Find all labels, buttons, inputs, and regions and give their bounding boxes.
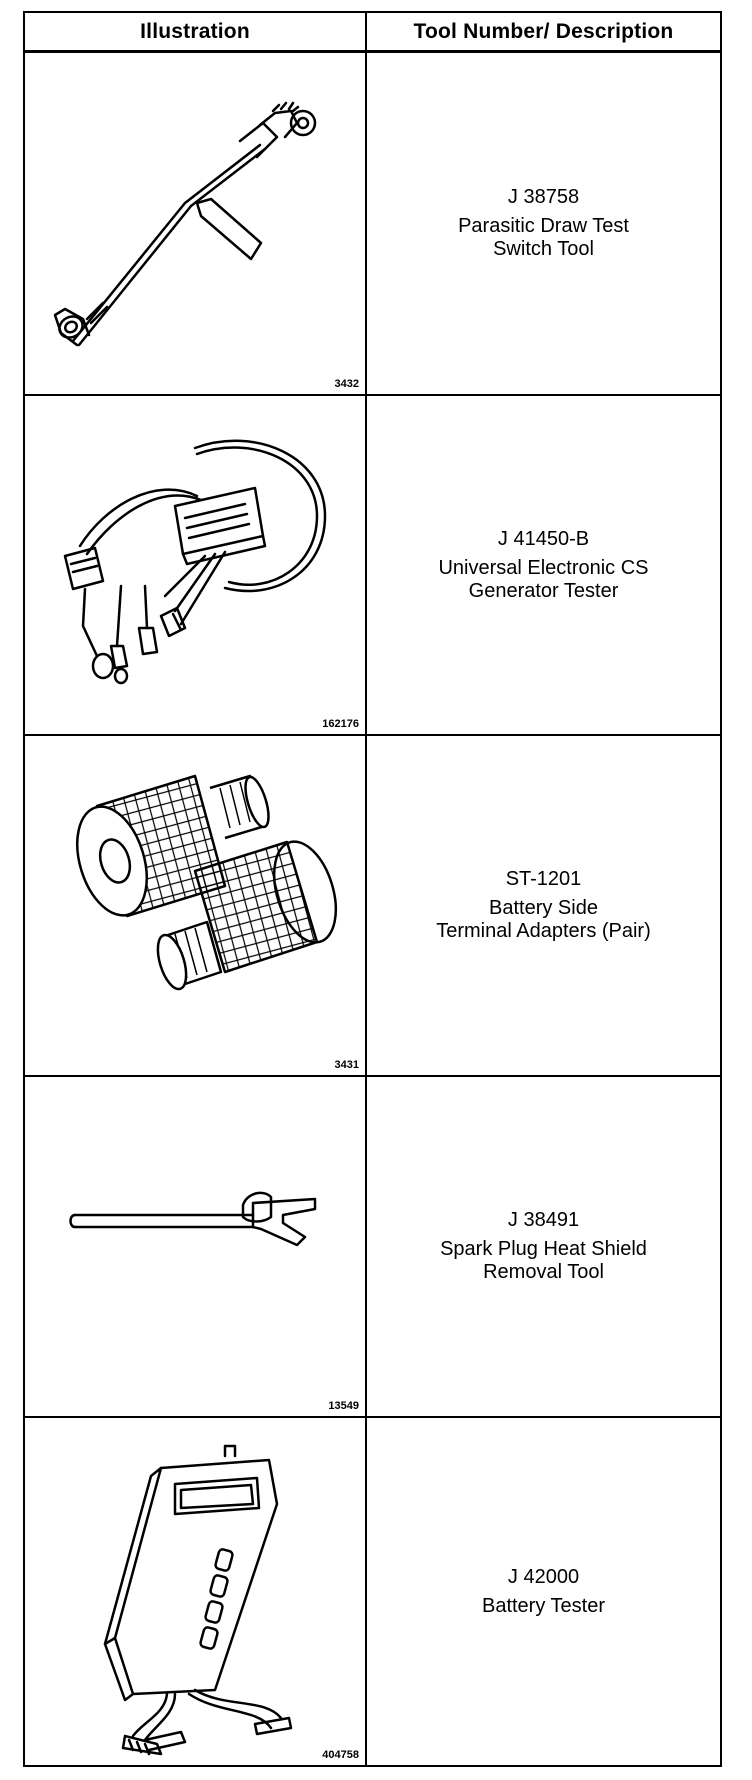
illustration-cell: 3432	[25, 53, 367, 394]
illustration-code: 404758	[322, 1749, 359, 1761]
battery-tester-icon	[103, 1444, 293, 1756]
tool-description-line1: Battery Side	[489, 897, 598, 919]
parasitic-draw-switch-icon	[53, 101, 317, 347]
tool-description-line2: Terminal Adapters (Pair)	[436, 920, 651, 942]
special-tools-table: Illustration Tool Number/ Description	[23, 11, 722, 1767]
description-cell: ST-1201 Battery Side Terminal Adapters (…	[367, 736, 720, 1075]
tool-number: J 38758	[507, 186, 580, 208]
illustration-cell: 13549	[25, 1077, 367, 1416]
tool-number: ST-1201	[505, 868, 582, 890]
table-row: 404758 J 42000 Battery Tester	[25, 1418, 720, 1765]
description-cell: J 42000 Battery Tester	[367, 1418, 720, 1765]
tool-description-line2: Removal Tool	[483, 1261, 604, 1283]
table-row: 3432 J 38758 Parasitic Draw Test Switch …	[25, 53, 720, 396]
illustration-cell: 404758	[25, 1418, 367, 1765]
tool-number: J 42000	[507, 1565, 580, 1588]
terminal-adapters-icon	[76, 774, 338, 991]
table-header: Illustration Tool Number/ Description	[25, 13, 720, 53]
illustration-code: 3431	[334, 1059, 359, 1071]
table-row: 162176 J 41450-B Universal Electronic CS…	[25, 396, 720, 736]
tool-description-line1: Spark Plug Heat Shield	[440, 1238, 647, 1260]
tool-description-line1: Universal Electronic CS	[438, 556, 649, 579]
tool-number: J 38491	[507, 1209, 580, 1231]
description-cell: J 38491 Spark Plug Heat Shield Removal T…	[367, 1077, 720, 1416]
tool-description-line2: Switch Tool	[493, 238, 594, 260]
generator-tester-icon	[63, 439, 327, 685]
illustration-cell: 3431	[25, 736, 367, 1075]
tool-number: J 41450-B	[497, 527, 590, 550]
illustration-code: 3432	[334, 378, 359, 390]
header-illustration: Illustration	[25, 13, 367, 50]
table-row: 3431 ST-1201 Battery Side Terminal Adapt…	[25, 736, 720, 1077]
tool-description-line2: Generator Tester	[468, 579, 619, 602]
header-tool-number-description: Tool Number/ Description	[413, 19, 674, 43]
description-cell: J 41450-B Universal Electronic CS Genera…	[367, 396, 720, 734]
tool-description-line1: Battery Tester	[481, 1594, 606, 1617]
illustration-code: 162176	[322, 718, 359, 730]
tool-description-line1: Parasitic Draw Test	[458, 215, 629, 237]
illustration-cell: 162176	[25, 396, 367, 734]
illustration-code: 13549	[328, 1400, 359, 1412]
table-row: 13549 J 38491 Spark Plug Heat Shield Rem…	[25, 1077, 720, 1418]
description-cell: J 38758 Parasitic Draw Test Switch Tool	[367, 53, 720, 394]
heat-shield-tool-icon	[69, 1191, 317, 1247]
